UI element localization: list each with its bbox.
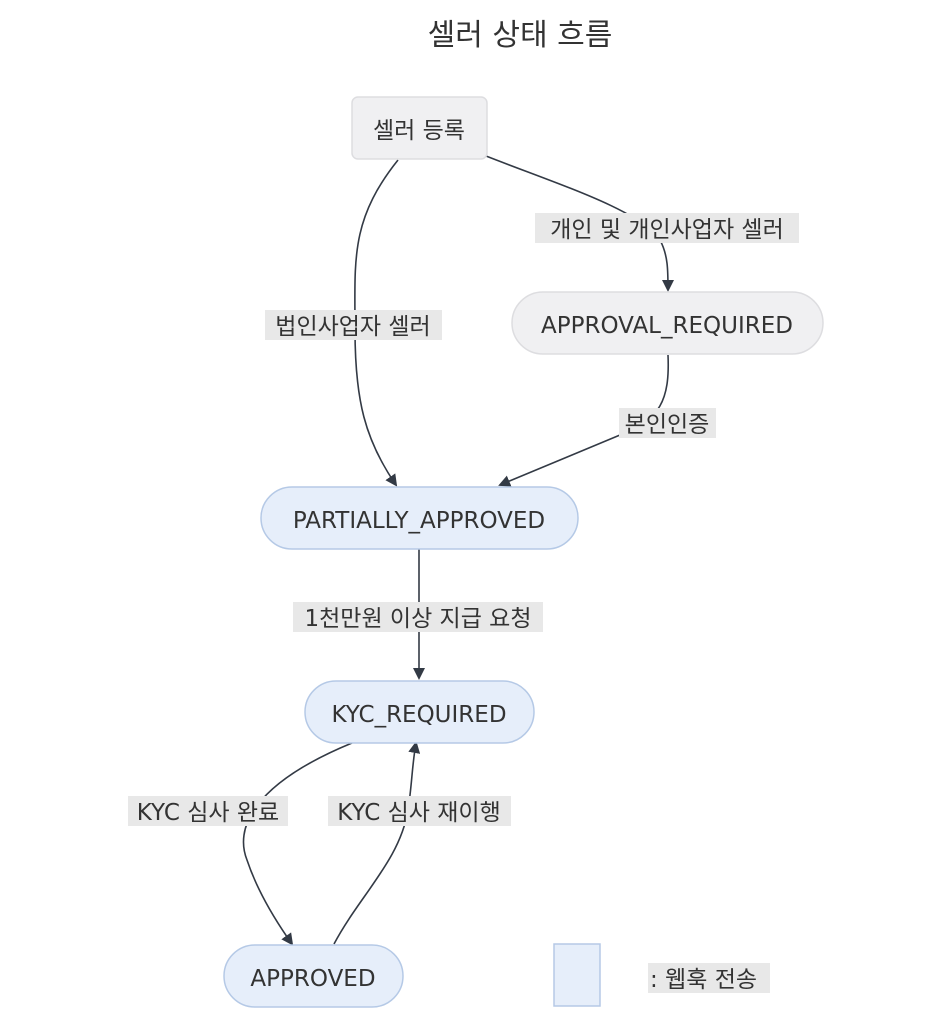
svg-text:1천만원 이상 지급 요청: 1천만원 이상 지급 요청 [304, 606, 531, 632]
edge-label-individual: 개인 및 개인사업자 셀러 [535, 213, 799, 243]
node-partially-approved: PARTIALLY_APPROVED [260, 486, 579, 550]
node-approved: APPROVED [223, 944, 404, 1008]
legend: : 웹훅 전송 [553, 943, 770, 1007]
svg-text:개인 및 개인사업자 셀러: 개인 및 개인사업자 셀러 [550, 217, 784, 243]
node-seller-registration: 셀러 등록 [351, 96, 488, 160]
svg-text:KYC 심사 재이행: KYC 심사 재이행 [337, 800, 501, 826]
node-approved-label: APPROVED [250, 966, 375, 992]
node-kyc-required: KYC_REQUIRED [304, 680, 535, 744]
svg-text:법인사업자 셀러: 법인사업자 셀러 [275, 314, 430, 340]
node-approval-required: APPROVAL_REQUIRED [511, 291, 824, 355]
edge-label-kyc-complete: KYC 심사 완료 [128, 796, 288, 826]
edge-label-corporate: 법인사업자 셀러 [265, 310, 442, 340]
svg-text:본인인증: 본인인증 [625, 412, 710, 438]
node-partially-approved-label: PARTIALLY_APPROVED [293, 508, 545, 534]
edge-label-payout-request: 1천만원 이상 지급 요청 [293, 602, 543, 632]
node-kyc-required-label: KYC_REQUIRED [331, 702, 506, 728]
edge-label-identity-verification: 본인인증 [619, 408, 716, 438]
svg-text:KYC 심사 완료: KYC 심사 완료 [137, 800, 279, 826]
edge-kyc-required-to-approved [242, 742, 353, 946]
node-approval-required-label: APPROVAL_REQUIRED [541, 313, 793, 339]
node-seller-registration-label: 셀러 등록 [373, 118, 465, 144]
diagram-title: 셀러 상태 흐름 [428, 18, 613, 53]
edge-label-kyc-redo: KYC 심사 재이행 [328, 796, 511, 826]
edge-approved-to-kyc-required [333, 741, 421, 945]
legend-webhook-swatch [553, 943, 601, 1007]
legend-webhook-label: : 웹훅 전송 [650, 967, 757, 993]
